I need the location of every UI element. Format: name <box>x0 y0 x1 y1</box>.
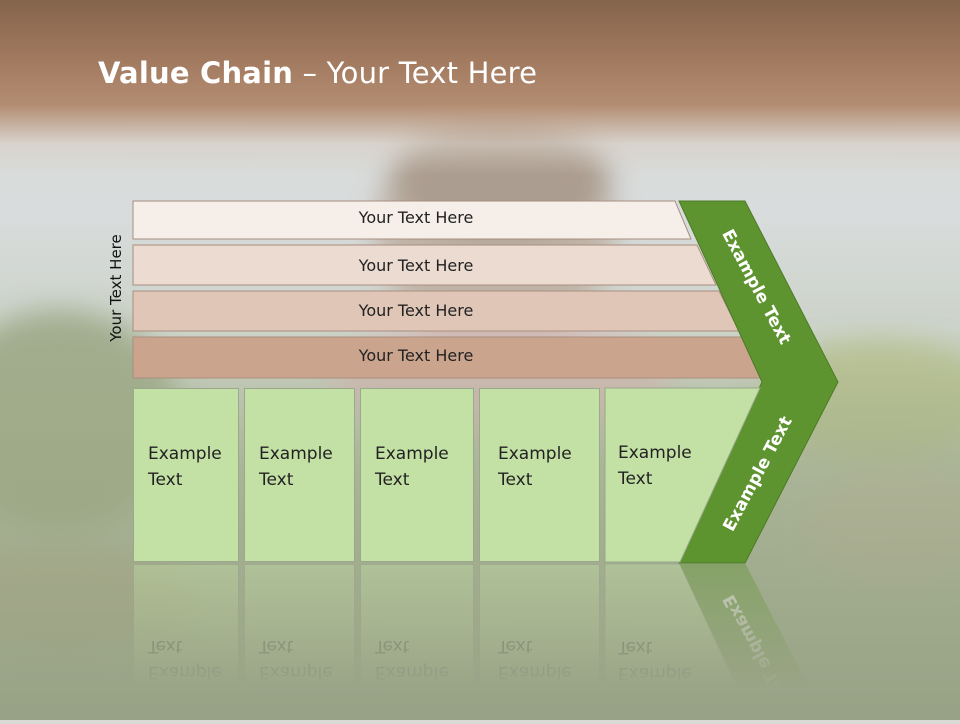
reflection-card-5-shape <box>604 564 761 720</box>
reflection-card-5-text: Example Text <box>618 634 692 686</box>
card-4-line2: Text <box>498 470 533 490</box>
reflection-chevron <box>679 564 838 720</box>
bar-1-label: Your Text Here <box>358 208 474 227</box>
title-band <box>0 0 960 175</box>
reflection-card-5-line1: Example <box>618 663 692 683</box>
title-bold: Value Chain <box>98 56 294 90</box>
card-5-line2: Text <box>618 469 653 489</box>
card-2-line1: Example <box>259 444 333 464</box>
card-5-line1: Example <box>618 443 692 463</box>
card-5-shape[interactable] <box>604 387 761 563</box>
card-3-line2: Text <box>375 470 410 490</box>
title-rest: – Your Text Here <box>293 56 538 90</box>
reflection-shapes <box>604 564 838 720</box>
bar-2[interactable] <box>132 244 717 286</box>
margin-chevron[interactable] <box>678 200 839 564</box>
slide-title: Value Chain – Your Text Here <box>98 56 537 90</box>
reflection-card-5-line2: Text <box>618 637 653 657</box>
card-1-line2: Text <box>148 470 183 490</box>
bar-3-label: Your Text Here <box>358 301 474 320</box>
card-3-line1: Example <box>375 444 449 464</box>
card-2-line2: Text <box>259 470 294 490</box>
bar-1[interactable] <box>132 200 692 240</box>
card-1-line1: Example <box>148 444 222 464</box>
card-4-line1: Example <box>498 444 572 464</box>
bar-4-label: Your Text Here <box>358 346 474 365</box>
bar-2-label: Your Text Here <box>358 256 474 275</box>
